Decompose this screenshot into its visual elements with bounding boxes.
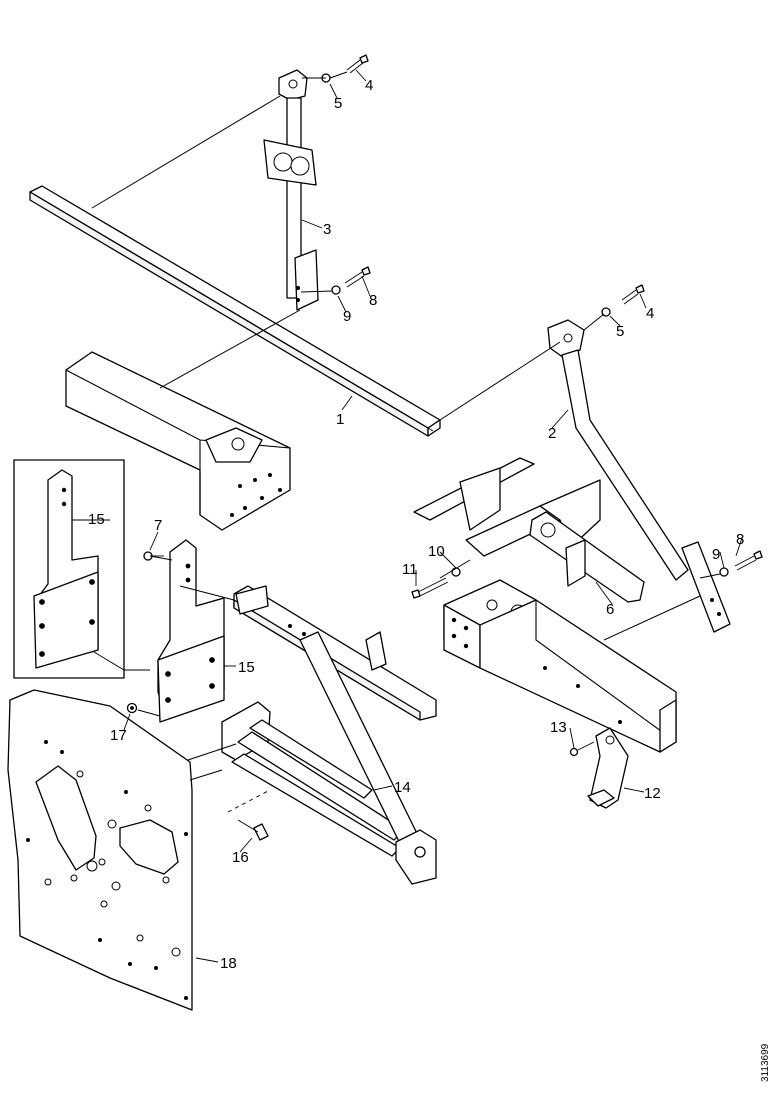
callout-15-main: 15 <box>238 659 255 676</box>
callout-8-strut: 8 <box>736 531 744 548</box>
callout-labels: 4 5 3 8 9 4 5 1 2 6 8 9 10 11 7 15 15 17… <box>88 77 744 972</box>
callout-3: 3 <box>323 221 331 238</box>
crossmember-rear <box>65 351 291 531</box>
part-10-11-bolt-bracket <box>411 567 461 599</box>
document-number: 3113699 <box>760 1043 771 1082</box>
callout-18: 18 <box>220 955 237 972</box>
part-4-5-bolt-strut <box>601 284 645 317</box>
part-15-gusset-plate <box>157 539 225 723</box>
callout-leaders <box>72 69 743 963</box>
inset-detail-box <box>13 459 150 679</box>
part-6-support-bracket <box>413 457 645 603</box>
part-16-bolt-row <box>227 789 271 841</box>
callout-13: 13 <box>550 719 567 736</box>
callout-15-inset: 15 <box>88 511 105 528</box>
callout-4-top: 4 <box>365 77 373 94</box>
assembly-lines <box>91 71 721 781</box>
part-17-nut <box>126 702 138 714</box>
part-8-9-bolt-strut <box>719 550 763 577</box>
part-18-side-panel <box>7 689 193 1011</box>
callout-11: 11 <box>402 561 418 578</box>
callout-2: 2 <box>548 425 556 442</box>
part-4-5-bolt-top <box>321 54 369 83</box>
part-2-angled-strut <box>547 319 731 633</box>
callout-17: 17 <box>110 727 127 744</box>
part-7-bolt <box>143 551 164 561</box>
part-1-long-beam <box>29 185 441 437</box>
callout-1: 1 <box>336 411 344 428</box>
callout-6: 6 <box>606 601 614 618</box>
callout-10: 10 <box>428 543 445 560</box>
callout-9-post: 9 <box>343 308 351 325</box>
callout-7: 7 <box>154 517 162 534</box>
part-13-bolt <box>569 741 595 757</box>
part-8-9-bolt-post <box>331 266 371 295</box>
callout-8-post: 8 <box>369 292 377 309</box>
callout-9-strut: 9 <box>712 546 720 563</box>
callout-12: 12 <box>644 785 661 802</box>
callout-5-strut: 5 <box>616 323 624 340</box>
callout-16: 16 <box>232 849 249 866</box>
callout-5-top: 5 <box>334 95 342 112</box>
callout-4-strut: 4 <box>646 305 654 322</box>
part-3-vertical-post <box>263 69 319 311</box>
crossmember-right-box <box>443 579 677 753</box>
part-14-lower-frame <box>221 631 437 885</box>
part-12-hanger-bracket <box>587 727 629 809</box>
callout-14: 14 <box>394 779 411 796</box>
